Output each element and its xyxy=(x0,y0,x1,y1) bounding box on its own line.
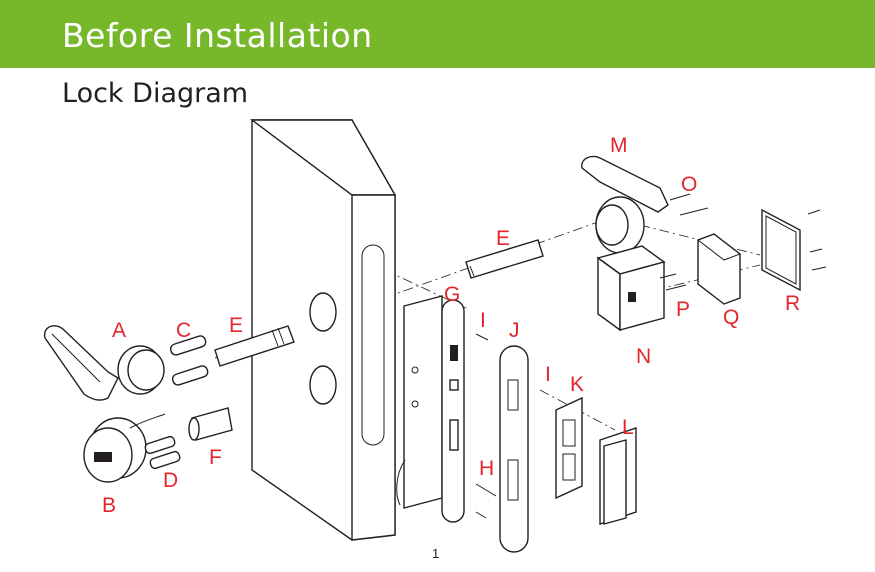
page-number: 1 xyxy=(432,546,440,561)
label-d: D xyxy=(163,469,178,492)
cover-frame xyxy=(761,208,827,292)
card-reader-unit xyxy=(83,413,166,483)
screws-o xyxy=(669,193,709,216)
faceplate-screws xyxy=(475,333,497,519)
spindle-left xyxy=(214,325,295,367)
screws-d xyxy=(144,435,181,470)
label-g: G xyxy=(444,283,460,306)
screws-p xyxy=(659,273,687,291)
label-r: R xyxy=(785,292,800,315)
spindle-right xyxy=(465,239,544,279)
outside-lever xyxy=(43,325,165,401)
label-p: P xyxy=(676,298,690,321)
strike-plate xyxy=(555,396,583,500)
label-k: K xyxy=(570,373,584,396)
face-plate xyxy=(499,345,529,553)
key-cylinder xyxy=(188,407,233,441)
door-panel xyxy=(249,119,397,541)
label-o: O xyxy=(681,173,697,196)
label-f: F xyxy=(209,446,222,469)
label-m: M xyxy=(610,134,628,157)
label-b: B xyxy=(102,494,116,517)
mortise-body xyxy=(396,295,465,523)
label-a: A xyxy=(112,319,126,342)
label-i-top: I xyxy=(480,309,486,332)
inside-escutcheon-box xyxy=(596,245,666,332)
battery-box xyxy=(696,233,742,305)
label-e-right: E xyxy=(496,227,510,250)
strike-box xyxy=(599,427,637,525)
label-j: J xyxy=(509,319,520,342)
label-i-bottom: I xyxy=(545,363,551,386)
label-h: H xyxy=(479,457,494,480)
label-n: N xyxy=(636,345,651,368)
label-c: C xyxy=(176,319,191,342)
label-q: Q xyxy=(723,306,739,329)
label-e-left: E xyxy=(229,314,243,337)
inside-lever xyxy=(581,155,669,254)
mounting-posts xyxy=(169,335,209,386)
page-title: Before Installation xyxy=(62,16,373,55)
label-l: L xyxy=(622,416,634,439)
section-title: Lock Diagram xyxy=(62,78,249,109)
header-banner: Before Installation xyxy=(0,0,875,68)
